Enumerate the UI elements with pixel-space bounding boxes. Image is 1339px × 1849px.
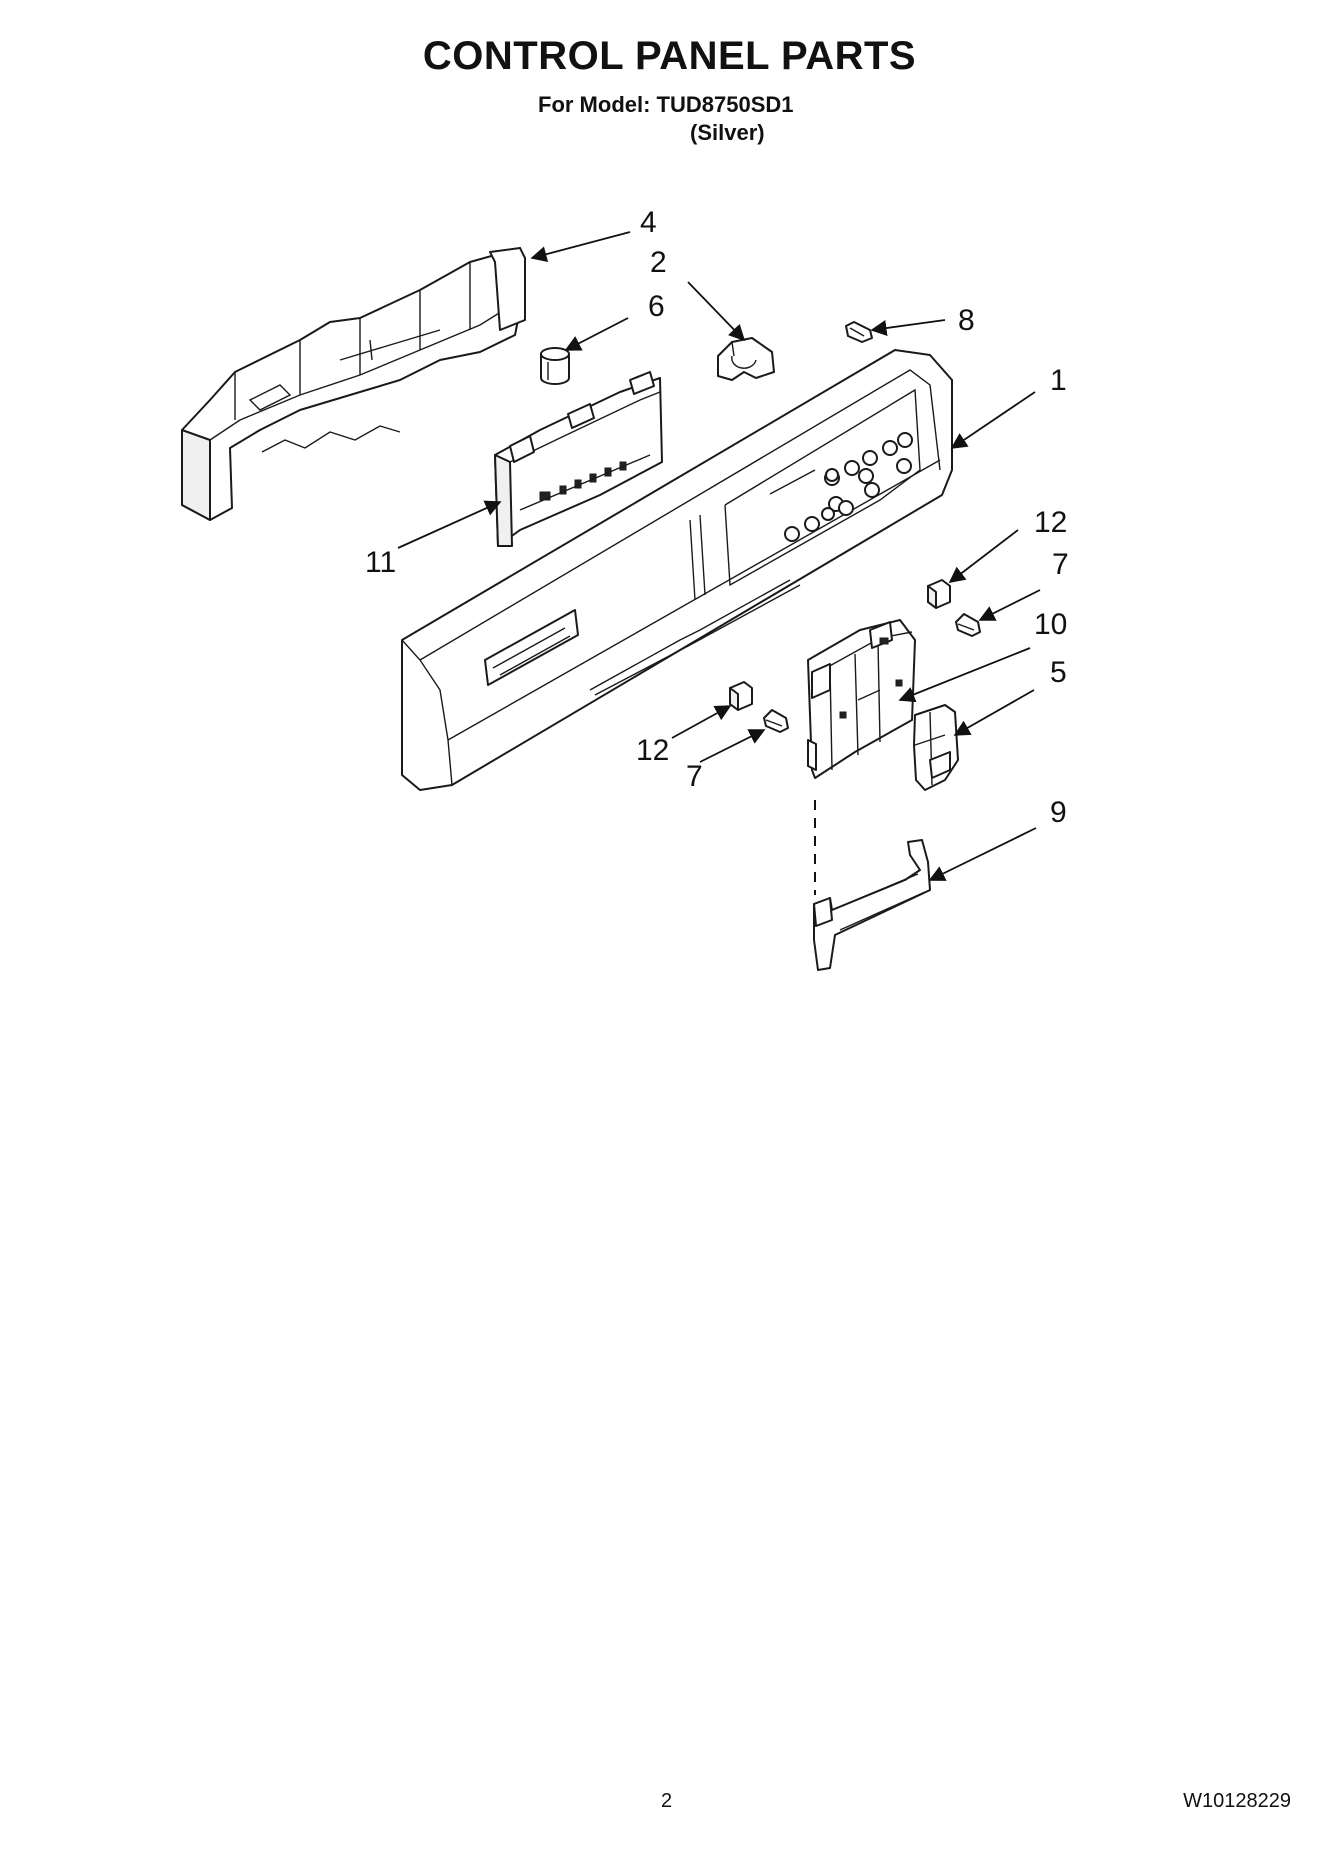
- part-console-housing: [181, 247, 526, 521]
- part-bottom-bracket: [813, 839, 931, 971]
- callout-1: 1: [1050, 364, 1067, 397]
- part-bracket: [807, 619, 916, 779]
- document-number: W10128229: [1183, 1790, 1291, 1812]
- callout-5: 5: [1050, 656, 1067, 689]
- callout-6: 6: [648, 290, 665, 323]
- color-line: (Silver): [690, 120, 765, 145]
- part-block-12-upper: [927, 579, 951, 609]
- part-clip: [717, 337, 775, 381]
- page-number: 2: [661, 1790, 673, 1812]
- part-screw-7-upper: [955, 613, 981, 637]
- callout-4: 4: [640, 206, 657, 239]
- part-block-12-lower: [729, 681, 753, 711]
- part-control-board: [494, 371, 663, 547]
- callout-8: 8: [958, 304, 975, 337]
- part-cap: [540, 347, 570, 385]
- page-title: CONTROL PANEL PARTS: [422, 34, 917, 78]
- callout-12-lower: 12: [636, 734, 669, 767]
- part-screw-7-lower: [763, 709, 789, 733]
- model-line: For Model: TUD8750SD1: [538, 92, 794, 117]
- callout-10: 10: [1034, 608, 1067, 641]
- callout-7-lower: 7: [686, 760, 703, 793]
- callout-11: 11: [365, 546, 396, 579]
- part-screw-8: [845, 321, 873, 343]
- part-control-panel: [401, 349, 953, 791]
- leader-lines: [397, 231, 1041, 881]
- callout-9: 9: [1050, 796, 1067, 829]
- callout-7-upper: 7: [1052, 548, 1069, 581]
- callout-2: 2: [650, 246, 667, 279]
- part-side-bracket: [913, 704, 959, 791]
- callout-12-upper: 12: [1034, 506, 1067, 539]
